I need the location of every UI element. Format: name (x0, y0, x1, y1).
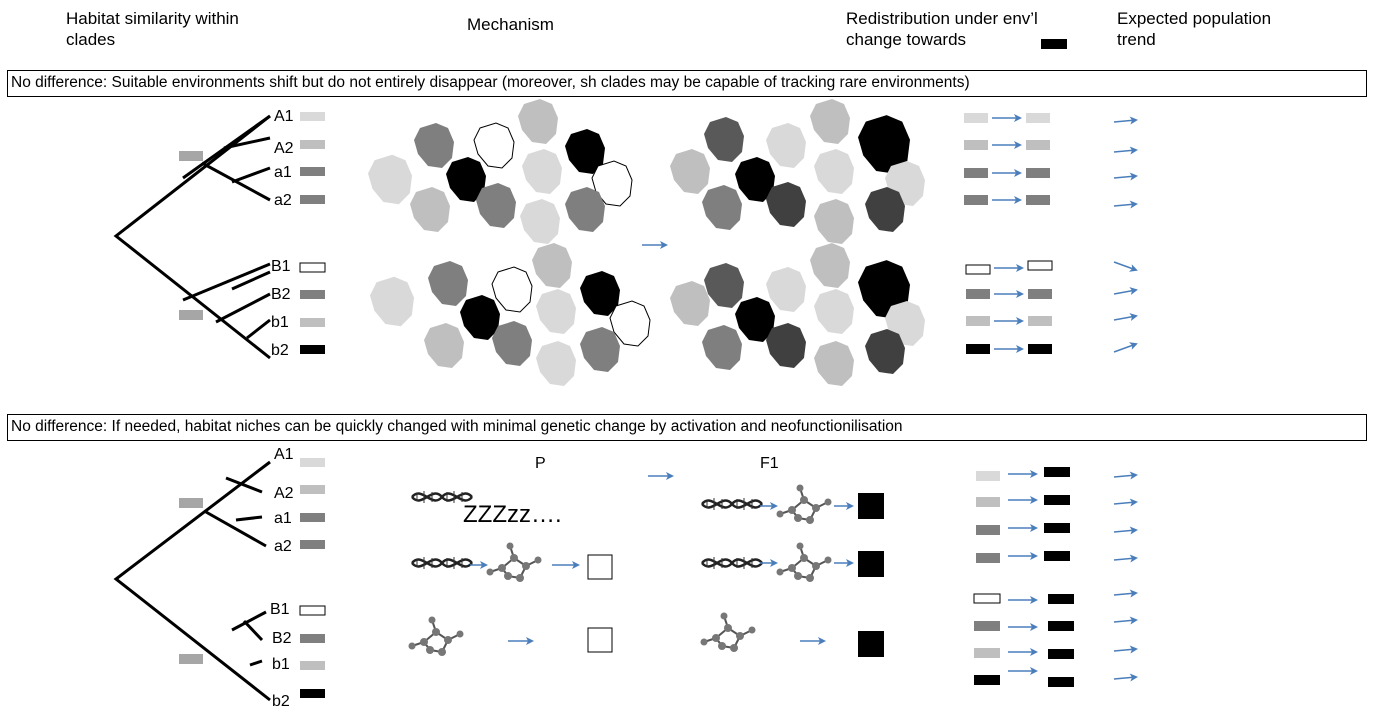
header-habitat-similarity: Habitat similarity within clades (66, 9, 239, 49)
leaf-label-A2: A2 (274, 140, 294, 157)
leaf2-label-B1: B1 (270, 601, 290, 618)
swatch-b2 (300, 345, 325, 354)
habitat-map-b-before (370, 243, 651, 386)
swatch2-A1 (300, 458, 325, 467)
swatch-b1 (300, 318, 325, 327)
swatch2-a2 (300, 540, 325, 549)
redistribution-panel1 (964, 113, 1053, 354)
swatch2-A2 (300, 485, 325, 494)
habitat-map-a-before (368, 99, 633, 244)
tree-panel2 (113, 460, 271, 702)
clade-a-bar-1 (179, 151, 203, 161)
mechanism-f1 (699, 483, 884, 657)
leaf2-label-a1: a1 (274, 510, 292, 527)
f1-generation-label: F1 (760, 455, 779, 472)
leaf2-label-b1: b1 (272, 656, 290, 673)
leaf2-label-A2: A2 (274, 485, 294, 502)
header-expected-trend: Expected population trend (1117, 9, 1272, 49)
clade-a-bar-2 (179, 498, 203, 508)
p-generation-label: P (535, 455, 546, 472)
swatch-B1 (299, 262, 326, 273)
swatch-a2 (300, 195, 325, 204)
tree-panel1 (113, 114, 271, 360)
swatch-B2 (300, 290, 325, 299)
swatch-A1 (300, 112, 325, 121)
swatch-a1 (300, 167, 325, 176)
swatch2-B2 (300, 634, 325, 643)
swatch-A2 (300, 140, 325, 149)
swatch2-b2 (300, 689, 325, 698)
leaf-label-a1: a1 (274, 164, 292, 181)
trend-arrows-panel2 (1113, 471, 1138, 682)
leaf2-label-b2: b2 (272, 693, 290, 710)
swatch2-b1 (300, 661, 325, 670)
redistribution-panel2 (973, 467, 1074, 687)
leaf-label-B1: B1 (271, 258, 291, 275)
leaf-label-b2: b2 (271, 342, 289, 359)
leaf2-label-A1: A1 (274, 446, 294, 463)
leaf-label-b1: b1 (271, 314, 289, 331)
leaf2-label-a2: a2 (274, 538, 292, 555)
leaf-label-a2: a2 (274, 192, 292, 209)
panel2-caption: No difference: If needed, habitat niches… (7, 414, 1367, 441)
clade-b-bar-2 (179, 654, 203, 664)
header-mechanism: Mechanism (467, 15, 554, 34)
leaf2-label-B2: B2 (272, 630, 292, 647)
trend-arrows-panel1 (1113, 116, 1138, 353)
header-redistribution: Redistribution under env’l change toward… (846, 9, 1038, 49)
panel1-caption: No difference: Suitable environments shi… (7, 70, 1367, 97)
clade-b-bar-1 (179, 310, 203, 320)
habitat-map-b-after (670, 243, 925, 386)
swatch2-a1 (300, 513, 325, 522)
dormant-gene-zzz: ZZZzz…. (463, 501, 562, 528)
swatch2-B1 (299, 605, 326, 616)
habitat-map-a-after (670, 99, 925, 244)
leaf-label-B2: B2 (271, 286, 291, 303)
leaf-label-A1: A1 (274, 108, 294, 125)
redistribution-black-swatch (1041, 39, 1067, 49)
mechanism-p (407, 489, 613, 657)
